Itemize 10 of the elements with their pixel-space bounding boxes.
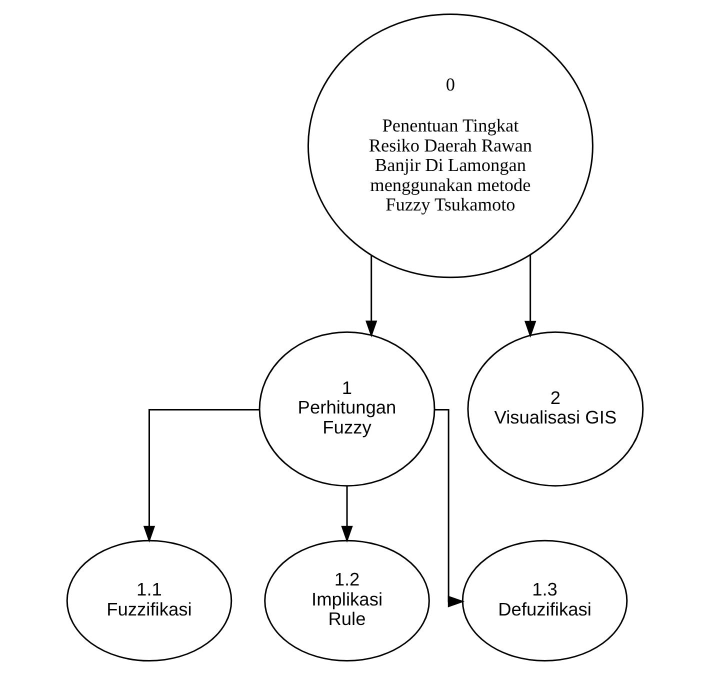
arrow [341, 486, 353, 543]
arrow [143, 409, 260, 543]
arrow [524, 254, 536, 338]
node-ellipse: 1.2 Implikasi Rule [264, 540, 430, 662]
node-ellipse: 2 Visualisasi GIS [467, 331, 644, 487]
node-ellipse: 1 Perhitungan Fuzzy [258, 331, 436, 487]
node-ellipse: 1.1 Fuzzifikasi [66, 540, 232, 662]
arrow [365, 256, 378, 338]
node-circle: 0 Penentuan Tingkat Resiko Daerah Rawan Banjir Di Lamongan menggunakan metode Fuzzy Tsukamoto [307, 13, 594, 278]
node-ellipse: 1.3 Defuzifikasi [462, 540, 628, 662]
